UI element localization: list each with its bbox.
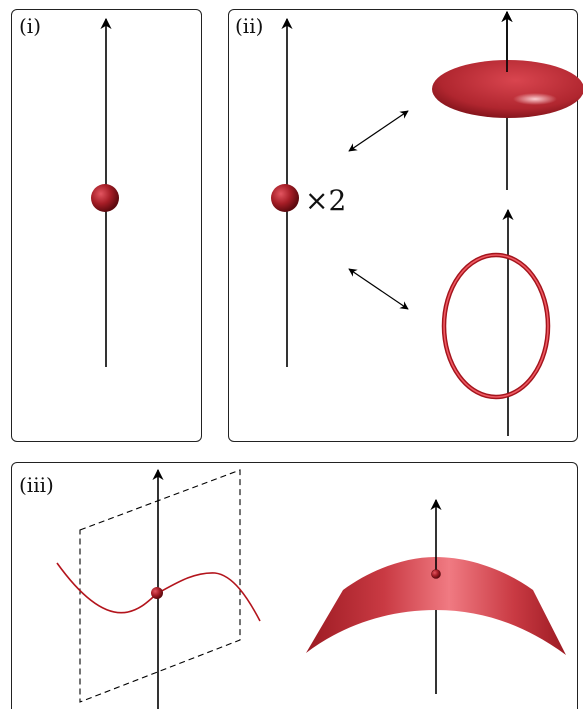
panel-ii: (ii) <box>228 9 578 442</box>
double-arrow-upper <box>348 110 409 152</box>
point-sphere-ii <box>271 184 299 212</box>
point-sphere-iii-sheet <box>431 569 441 579</box>
multiplicity-label: ×2 <box>305 184 346 217</box>
curved-sheet <box>306 557 566 655</box>
disk-highlight <box>513 93 557 105</box>
panel-i-label: (i) <box>19 14 42 38</box>
panel-i: (i) <box>11 9 202 442</box>
double-arrow-lower <box>348 268 409 310</box>
point-sphere-iii <box>151 587 163 599</box>
panel-ii-label: (ii) <box>235 14 264 38</box>
panel-iii: (iii) <box>11 462 578 709</box>
point-sphere-i <box>91 184 119 212</box>
panel-iii-label: (iii) <box>19 473 54 497</box>
dashed-plane <box>79 469 241 703</box>
ring-highlight <box>443 254 549 398</box>
